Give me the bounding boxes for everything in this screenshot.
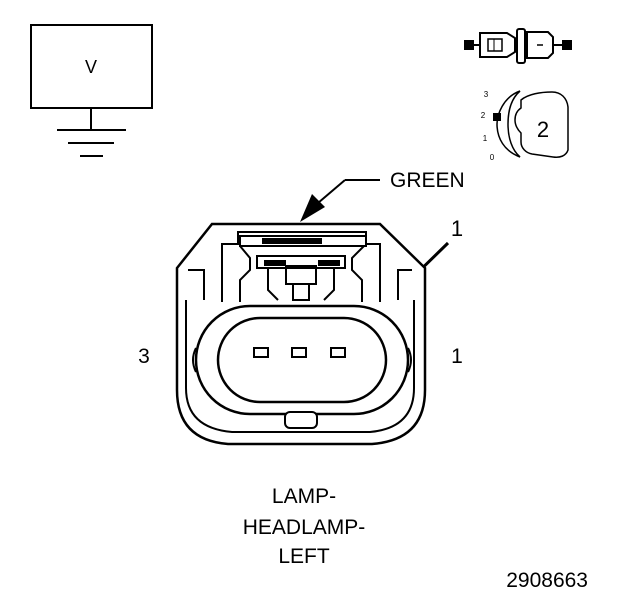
voltmeter-symbol: V: [30, 24, 153, 130]
view-position-3: 3: [484, 90, 489, 99]
terminal-pin-1: [330, 347, 346, 358]
terminal-pin-2: [291, 347, 307, 358]
component-name-line-1: LAMP-: [272, 485, 336, 508]
view-position-1: 1: [483, 134, 488, 143]
connector-color-label: GREEN: [390, 169, 465, 192]
connector-face: [175, 222, 427, 446]
component-name: LAMP- HEADLAMP- LEFT: [243, 485, 366, 568]
meter-label: V: [85, 57, 97, 77]
color-callout-arrowhead: [300, 194, 325, 222]
view-number: 2: [537, 117, 549, 142]
color-callout: GREEN: [300, 169, 465, 222]
figure-number: 2908663: [506, 569, 588, 592]
bottom-key: [284, 411, 318, 429]
component-name-line-2: HEADLAMP-: [243, 516, 366, 539]
pin-callout-number: 1: [451, 216, 463, 241]
terminal-pin-3: [253, 347, 269, 358]
latch-structure: [221, 231, 381, 302]
ground-icon: [57, 129, 126, 157]
right-pin-label: 1: [451, 345, 463, 368]
left-pin-label: 3: [138, 345, 150, 368]
component-name-line-3: LEFT: [278, 545, 330, 568]
connector-side-view-icon: [464, 28, 572, 64]
view-indicator-icon: 3 2 1 0 2: [481, 90, 569, 162]
view-position-0: 0: [490, 153, 495, 162]
view-position-2: 2: [481, 111, 486, 120]
